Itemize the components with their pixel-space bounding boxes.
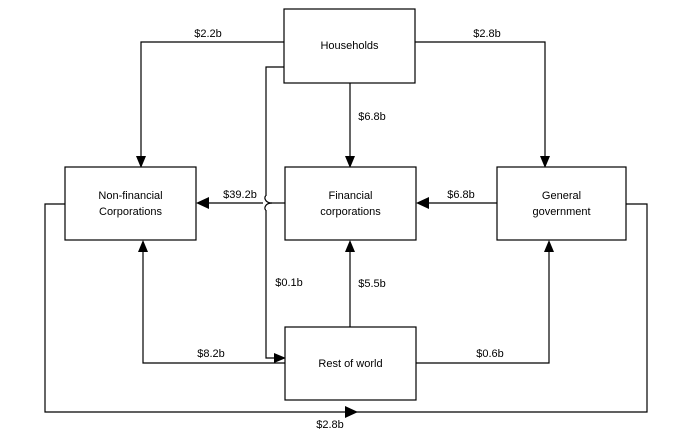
node-label-government-line2: government (532, 206, 590, 218)
arrow-head-down (345, 156, 355, 168)
arrow-head-up (345, 240, 355, 252)
node-box[interactable] (496, 166, 627, 241)
edge-path-upper (265, 66, 284, 196)
arrow-head-left (416, 197, 429, 209)
edge-label-8-2b: $8.2b (197, 348, 225, 360)
arrow-head-left (196, 197, 209, 209)
edge-government-to-financial: $6.8b (416, 189, 497, 209)
edge-path (142, 247, 285, 364)
node-households[interactable]: Households (283, 8, 416, 84)
arrow-head-up (138, 240, 148, 252)
edge-label-0-1b: $0.1b (275, 277, 303, 289)
node-label-financial-line2: corporations (320, 206, 381, 218)
edge-path (415, 41, 546, 161)
node-label-government-line1: General (542, 190, 581, 202)
edge-households-to-financial: $6.8b (345, 83, 386, 168)
edge-financial-to-nonfinancial: $39.2b (196, 189, 285, 211)
node-label-households: Households (320, 40, 379, 52)
node-box[interactable] (64, 166, 197, 241)
arrow-head-down (540, 156, 550, 168)
node-label-rest-of-world: Rest of world (318, 358, 382, 370)
edge-hop-upper (264, 195, 273, 204)
edge-restofworld-to-nonfinancial: $8.2b (138, 240, 285, 364)
edge-restofworld-to-government: $0.6b (416, 240, 554, 364)
arrow-head-up (544, 240, 554, 252)
edge-households-to-nonfinancial: $2.2b (136, 28, 284, 168)
edge-label-2-8b-bottom: $2.8b (316, 419, 344, 431)
edge-path (416, 247, 550, 364)
node-label-nonfinancial-line2: Corporations (99, 206, 162, 218)
edge-nonfinancial-to-government: $2.8b (44, 203, 648, 431)
edge-households-to-government: $2.8b (415, 28, 550, 168)
node-label-financial-line1: Financial (328, 190, 372, 202)
arrow-head-down (136, 156, 146, 168)
arrow-head-right (345, 406, 358, 418)
node-general-government[interactable]: General government (496, 166, 627, 241)
edge-label-0-6b: $0.6b (476, 348, 504, 360)
edge-label-39-2b: $39.2b (223, 189, 257, 201)
node-label-nonfinancial-line1: Non-financial (98, 190, 162, 202)
node-rest-of-world[interactable]: Rest of world (284, 326, 417, 401)
edge-label-5-5b: $5.5b (358, 278, 386, 290)
node-nonfinancial-corporations[interactable]: Non-financial Corporations (64, 166, 197, 241)
edge-households-to-restofworld: $0.1b (265, 66, 303, 363)
edge-label-2-8b-top: $2.8b (473, 28, 501, 40)
node-financial-corporations[interactable]: Financial corporations (284, 166, 417, 241)
node-box[interactable] (283, 8, 416, 84)
edge-hop-lower (264, 202, 273, 211)
edge-restofworld-to-financial: $5.5b (345, 240, 386, 327)
edge-label-6-8b-horizontal: $6.8b (447, 189, 475, 201)
arrow-head-right (274, 353, 286, 363)
edge-path (140, 41, 284, 161)
edge-label-2-2b: $2.2b (194, 28, 222, 40)
node-box[interactable] (284, 166, 417, 241)
node-box[interactable] (284, 326, 417, 401)
edge-label-6-8b-vertical: $6.8b (358, 111, 386, 123)
